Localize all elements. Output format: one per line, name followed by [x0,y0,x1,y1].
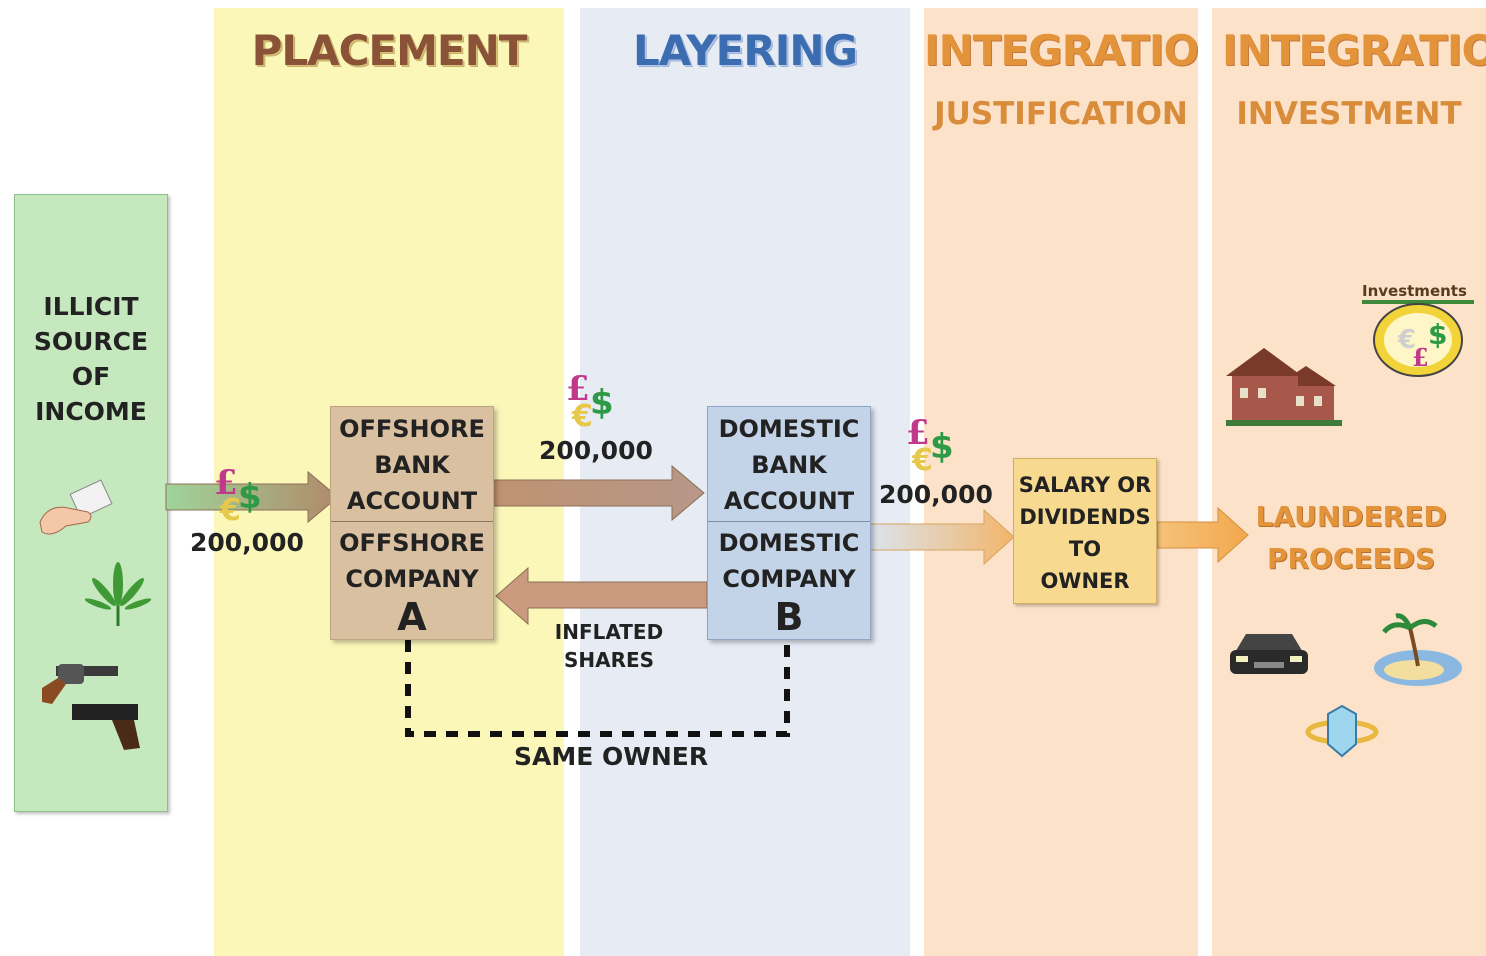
placement-title: PLACEMENT [251,26,528,75]
same-owner-connector [405,640,790,737]
offshore-bank-line2: BANK [374,451,450,479]
offshore-company-line1: OFFSHORE [339,529,485,557]
salary-line1: SALARY OR [1018,473,1152,497]
inflated-shares-line1: INFLATED [554,620,664,644]
svg-text:£: £ [214,463,238,503]
domestic-bank-line1: DOMESTIC [718,415,860,443]
investments-sign: Investments [1362,282,1467,300]
offshore-company-letter: A [397,595,427,639]
svg-text:£: £ [906,413,930,453]
svg-text:$: $ [238,477,262,517]
offshore-divider [331,521,493,522]
salary-line3: TO [1068,537,1102,561]
offshore-bank-line3: ACCOUNT [346,487,478,515]
domestic-company-line1: DOMESTIC [718,529,860,557]
pistol-icon [72,704,140,750]
svg-text:£: £ [1412,343,1429,372]
arrow-salary-to-laundered [1156,506,1249,564]
house-icon [1226,348,1342,426]
svg-text:€: € [911,443,933,478]
svg-text:$: $ [930,427,954,467]
salary-box: SALARY OR DIVIDENDS TO OWNER [1013,458,1157,604]
placement-amount: 200,000 [190,528,304,557]
justification-subtitle: JUSTIFICATION [934,96,1188,132]
investment-subtitle: INVESTMENT [1236,96,1462,132]
domestic-company-line2: COMPANY [722,565,856,593]
hand-with-money-icon [39,479,113,535]
money-pot-icon: Investments € £ $ [1362,282,1474,377]
domestic-box: DOMESTIC BANK ACCOUNT DOMESTIC COMPANY B [707,406,871,640]
integration-investment-column: INTEGRATION INVESTMENT [1212,8,1486,956]
svg-text:£: £ [566,369,590,409]
car-icon [1230,634,1308,674]
inflated-shares-label: INFLATED SHARES [548,618,670,674]
arrow-domestic-to-salary [868,508,1015,566]
revolver-icon [42,664,118,704]
inflated-shares-line2: SHARES [563,648,655,672]
diamond-ring-icon [1305,704,1379,758]
island-icon [1374,613,1462,686]
svg-text:€: € [219,493,241,528]
domestic-company: DOMESTIC COMPANY B [708,525,870,637]
layering-title: LAYERING [633,26,858,75]
same-owner-label: SAME OWNER [514,742,709,771]
domestic-divider [708,521,870,522]
domestic-company-letter: B [774,595,804,639]
integration-amount: 200,000 [879,480,993,509]
svg-text:$: $ [1428,318,1447,351]
laundered-line1: LAUNDERED [1255,500,1447,533]
offshore-company: OFFSHORE COMPANY A [331,525,493,637]
illicit-source-title: ILLICIT SOURCE OF INCOME [33,292,149,426]
cannabis-leaf-icon [84,562,152,626]
integration-investment-title: INTEGRATION [1222,26,1486,75]
svg-text:€: € [571,399,593,434]
illicit-source-box: ILLICIT SOURCE OF INCOME [14,194,168,812]
salary-line2: DIVIDENDS [1019,505,1151,529]
arrow-inflated-shares [495,566,708,626]
offshore-bank-line1: OFFSHORE [339,415,485,443]
salary-line4: OWNER [1040,569,1130,593]
arrow-offshore-to-domestic [491,464,705,522]
domestic-bank-line2: BANK [751,451,827,479]
money-icon: £ € $ [906,413,954,478]
domestic-bank-account: DOMESTIC BANK ACCOUNT [708,407,870,521]
layering-amount: 200,000 [539,436,653,465]
money-icon: £ € $ [566,369,614,434]
money-icon: £ € $ [214,463,262,528]
laundered-proceeds-label: LAUNDERED PROCEEDS [1246,496,1456,580]
integration-justification-title: INTEGRATION [924,26,1198,75]
offshore-box: OFFSHORE BANK ACCOUNT OFFSHORE COMPANY A [330,406,494,640]
domestic-bank-line3: ACCOUNT [723,487,855,515]
offshore-company-line2: COMPANY [345,565,479,593]
svg-text:$: $ [590,383,614,423]
svg-text:€: € [1397,325,1416,355]
laundered-line2: PROCEEDS [1266,542,1436,575]
arrow-source-to-offshore [165,470,339,524]
offshore-bank-account: OFFSHORE BANK ACCOUNT [331,407,493,521]
